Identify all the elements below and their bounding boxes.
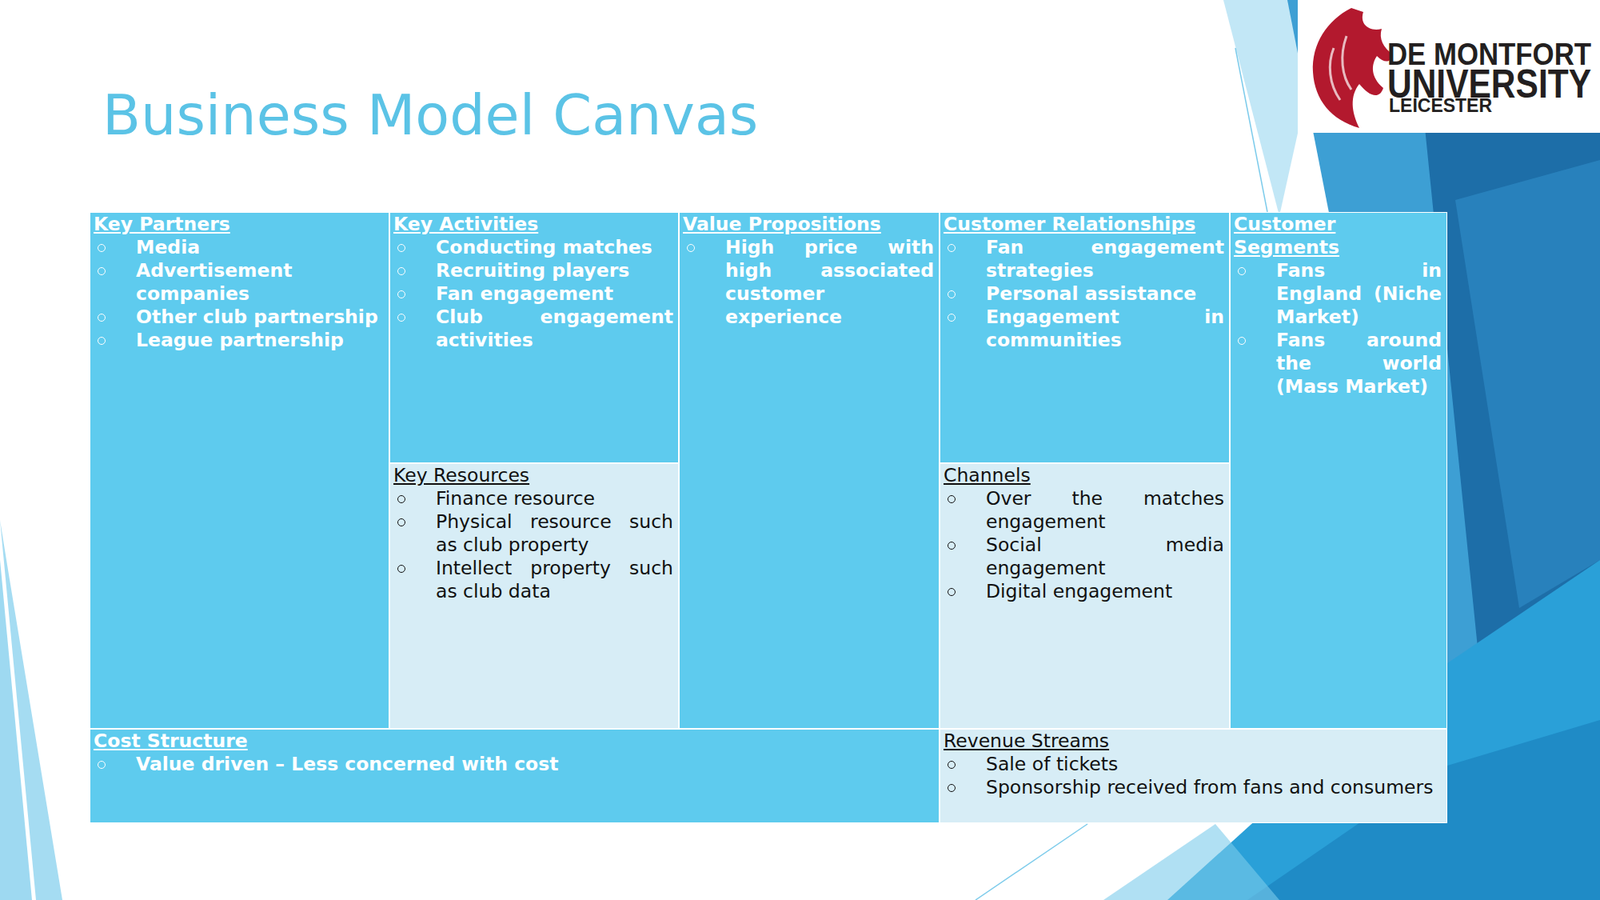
bullet-item: Fans around the world (Mass Market) [1233,328,1442,399]
canvas-block: Customer SegmentsFans in England (Niche … [1229,211,1448,729]
bullet-item: Media [93,235,384,260]
bullet-item: Value driven – Less concerned with cost [93,752,934,776]
bullet-item: Sponsorship received from fans and consu… [943,775,1442,799]
bullet-item: Over the matches engagement [943,486,1225,534]
block-heading: Value Propositions [682,212,934,236]
bullet-item: Sale of tickets [943,752,1442,776]
block-heading: Customer Segments [1233,212,1442,260]
block-heading: Revenue Streams [943,729,1442,753]
deco-triangle [0,519,63,900]
canvas-block: Cost StructureValue driven – Less concer… [89,728,940,823]
bullet-item: League partnership [93,328,384,352]
bullet-item: Conducting matches [393,235,674,260]
bullet-item: Recruiting players [393,259,674,283]
bullet-item: Digital engagement [943,579,1225,603]
deco-triangle [0,559,32,900]
bullet-item: Social media engagement [943,533,1225,580]
block-heading: Key Activities [393,212,674,236]
bullet-item: High price with high associated customer… [682,235,934,329]
deco-line [1235,47,1268,212]
block-heading: Channels [943,463,1225,487]
canvas-block: Key PartnersMediaAdvertisement companies… [89,211,390,729]
canvas-block: Key ResourcesFinance resourcePhysical re… [389,462,679,729]
block-heading: Customer Relationships [943,212,1225,236]
canvas-block: Key ActivitiesConducting matchesRecruiti… [389,211,679,463]
deco-line [975,823,1088,900]
bullet-item: Advertisement companies [93,259,384,306]
deco-band [1455,159,1600,608]
block-heading: Key Partners [93,212,384,236]
block-heading: Cost Structure [93,729,934,753]
canvas-block: ChannelsOver the matches engagementSocia… [939,462,1230,729]
bullet-item: Personal assistance [943,282,1225,306]
bullet-item: Physical resource such as club property [393,510,674,557]
deco-triangle [1103,823,1280,900]
bullet-item: Fan engagement strategies [943,235,1225,283]
bullet-item: Intellect property such as club data [393,556,674,603]
logo-panel [1297,0,1600,133]
logo-text: LEICESTER [1388,96,1493,116]
bullet-item: Finance resource [393,486,674,511]
canvas-block: Customer RelationshipsFan engagement str… [939,211,1230,463]
bullet-item: Club engagement activities [393,305,674,352]
bullet-item: Engagement in communities [943,305,1225,352]
bullet-item: Fans in England (Niche Market) [1233,259,1442,329]
canvas-block: Revenue StreamsSale of ticketsSponsorshi… [939,728,1448,823]
bullet-item: Fan engagement [393,282,674,306]
bullet-item: Other club partnership [93,305,384,329]
logo-lion [1312,7,1393,128]
block-heading: Key Resources [393,463,674,487]
canvas-block: Value PropositionsHigh price with high a… [678,211,940,729]
logo-lion-detail [1329,35,1352,100]
page-title: Business Model Canvas [102,86,759,146]
